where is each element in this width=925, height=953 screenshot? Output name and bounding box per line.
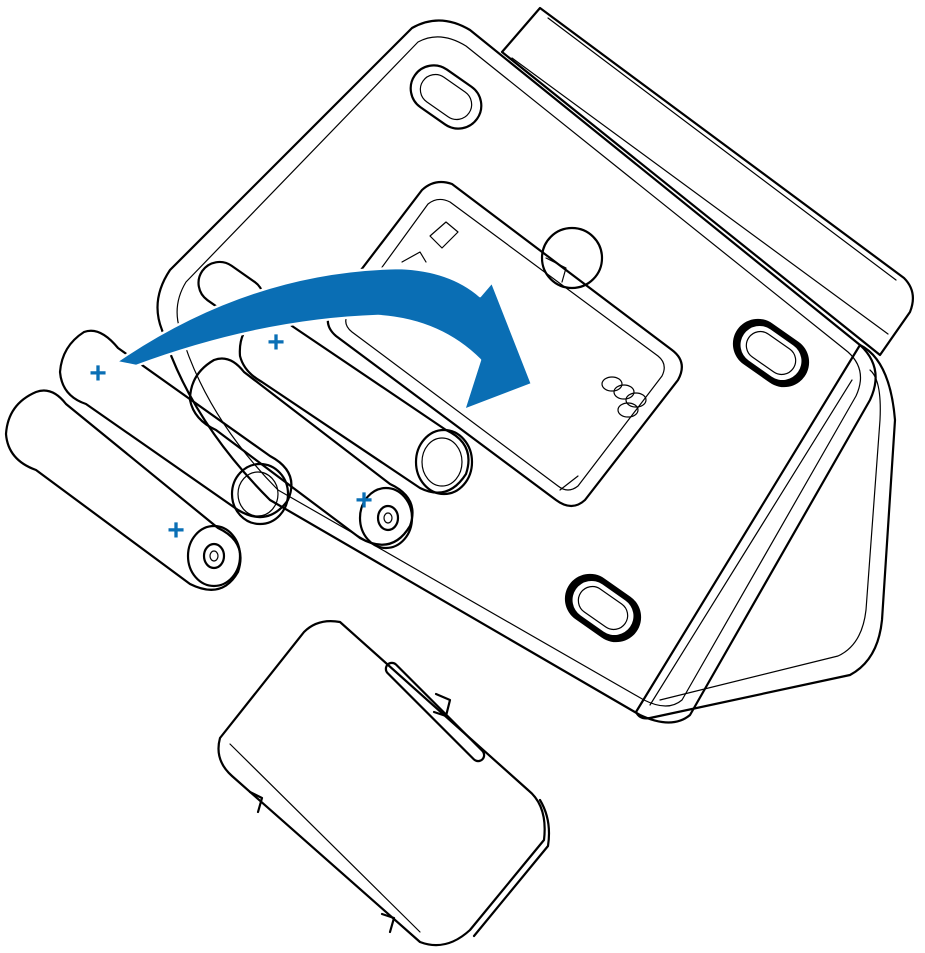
battery-plus-symbol: + [167, 514, 185, 547]
battery-cover-icon [219, 621, 550, 945]
insert-arrow-icon [116, 268, 532, 410]
aa-battery-front-right: + [190, 359, 413, 549]
device-base-icon [158, 8, 913, 723]
rubber-foot-top [402, 56, 491, 137]
rubber-foot-right [723, 309, 819, 397]
spring-contact-icon [602, 377, 646, 417]
rubber-foot-bottom [555, 564, 651, 652]
battery-plus-symbol: + [89, 357, 107, 390]
battery-plus-symbol: + [267, 326, 285, 359]
battery-plus-symbol: + [355, 484, 373, 517]
